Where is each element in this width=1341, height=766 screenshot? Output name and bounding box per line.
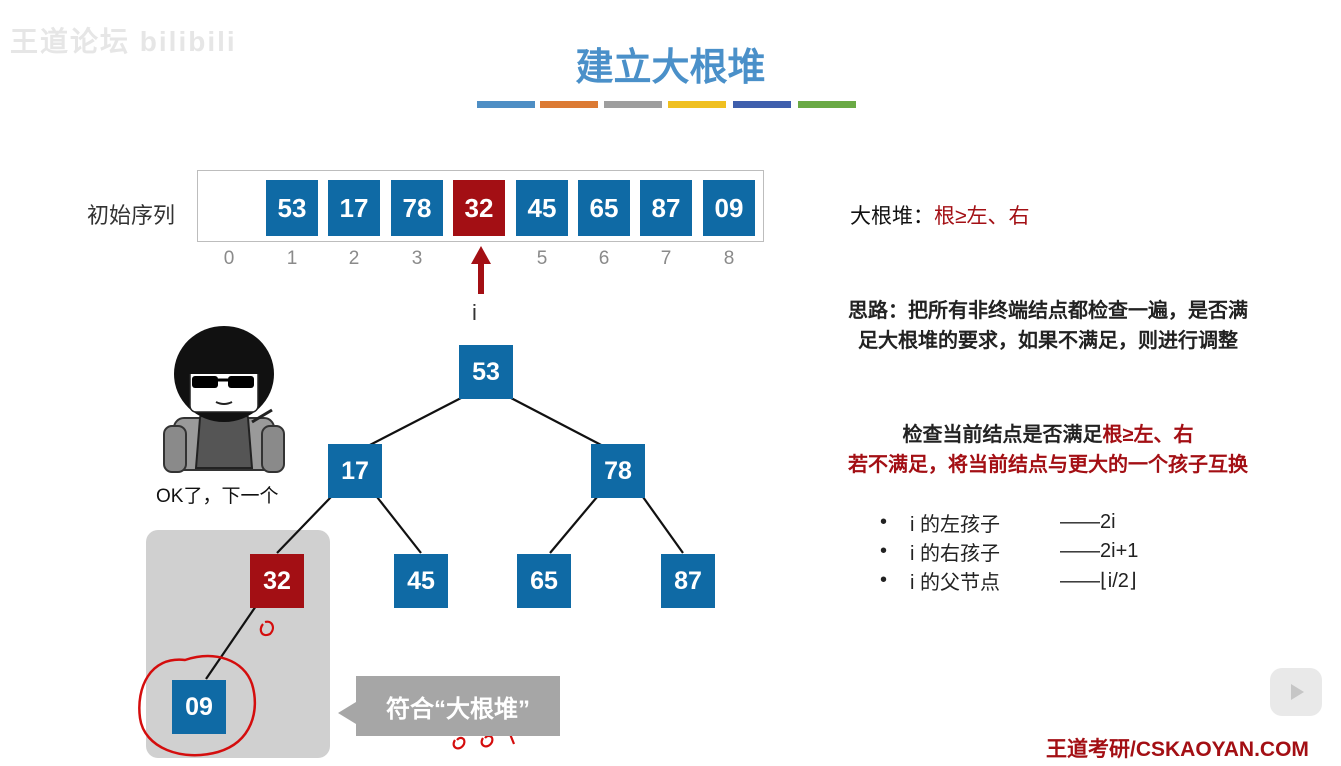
list-item: • i 的父节点 ——⌊i/2⌋ (880, 566, 1138, 595)
array-cell-7: 87 (640, 180, 692, 236)
relation-key: i 的左孩子 (910, 514, 1000, 536)
bullet-icon: • (880, 569, 888, 591)
meme-caption: OK了，下一个 (156, 486, 279, 507)
check-prefix: 检查当前结点是否满足 (902, 424, 1103, 446)
relation-key: i 的父节点 (910, 572, 1000, 594)
watermark: 王道论坛 bilibili (10, 26, 237, 57)
color-strip-1 (477, 101, 535, 108)
relation-value: ——2i (1060, 511, 1116, 533)
definition-rule: 根≥左、右 (934, 205, 1030, 228)
array-frame (197, 170, 764, 242)
array-index-2: 2 (348, 248, 360, 269)
color-strip-5 (733, 101, 791, 108)
tree-node-65: 65 (517, 554, 571, 608)
array-index-8: 8 (723, 248, 735, 269)
array-cell-0 (203, 180, 255, 236)
check-text: 检查当前结点是否满足根≥左、右 若不满足，将当前结点与更大的一个孩子互换 (818, 420, 1278, 480)
color-strip-3 (604, 101, 662, 108)
tree-node-78: 78 (591, 444, 645, 498)
tree-node-32: 32 (250, 554, 304, 608)
color-strip-2 (540, 101, 598, 108)
play-button[interactable] (1270, 668, 1322, 716)
array-cell-5: 45 (516, 180, 568, 236)
array-cell-6: 65 (578, 180, 630, 236)
array-cell-4: 32 (453, 180, 505, 236)
color-strip-6 (798, 101, 856, 108)
tree-node-root: 53 (459, 345, 513, 399)
bullet-icon: • (880, 511, 888, 533)
play-icon (1291, 684, 1304, 700)
tree-node-45: 45 (394, 554, 448, 608)
pointer-arrow-icon (471, 246, 491, 294)
relation-value: ——2i+1 (1060, 540, 1139, 562)
check-rule: 根≥左、右 (1102, 424, 1194, 446)
array-index-6: 6 (598, 248, 610, 269)
array-cell-2: 17 (328, 180, 380, 236)
definition-row: 大根堆：根≥左、右 (850, 200, 1030, 230)
slide-title: 建立大根堆 (575, 47, 766, 89)
definition-label: 大根堆： (850, 205, 934, 228)
array-label: 初始序列 (87, 203, 176, 228)
array-index-7: 7 (660, 248, 672, 269)
tree-node-87: 87 (661, 554, 715, 608)
list-item: • i 的右孩子 ——2i+1 (880, 537, 1138, 566)
tooltip-bubble: 符合“大根堆” (356, 676, 560, 736)
array-index-3: 3 (411, 248, 423, 269)
tree-node-09: 09 (172, 680, 226, 734)
array-cell-1: 53 (266, 180, 318, 236)
idea-line-1: 思路：把所有非终端结点都检查一遍，是否满 (848, 300, 1248, 322)
array-index-5: 5 (536, 248, 548, 269)
array-cell-3: 78 (391, 180, 443, 236)
pointer-label: i (472, 300, 477, 325)
idea-text: 思路：把所有非终端结点都检查一遍，是否满 足大根堆的要求，如果不满足，则进行调整 (818, 296, 1278, 356)
tooltip-pointer-icon (338, 702, 356, 724)
idea-line-2: 足大根堆的要求，如果不满足，则进行调整 (858, 330, 1238, 352)
bullet-icon: • (880, 540, 888, 562)
list-item: • i 的左孩子 ——2i (880, 508, 1138, 537)
footer-brand: 王道考研/CSKAOYAN.COM (1046, 738, 1309, 761)
relation-key: i 的右孩子 (910, 543, 1000, 565)
relations-list: • i 的左孩子 ——2i • i 的右孩子 ——2i+1 • i 的父节点 —… (880, 508, 1138, 595)
swap-line: 若不满足，将当前结点与更大的一个孩子互换 (848, 454, 1248, 476)
color-strip-4 (668, 101, 726, 108)
meme-character-image (163, 326, 285, 473)
array-index-0: 0 (223, 248, 235, 269)
tree-node-17: 17 (328, 444, 382, 498)
array-index-1: 1 (286, 248, 298, 269)
relation-value: ——⌊i/2⌋ (1060, 570, 1137, 592)
array-cell-8: 09 (703, 180, 755, 236)
